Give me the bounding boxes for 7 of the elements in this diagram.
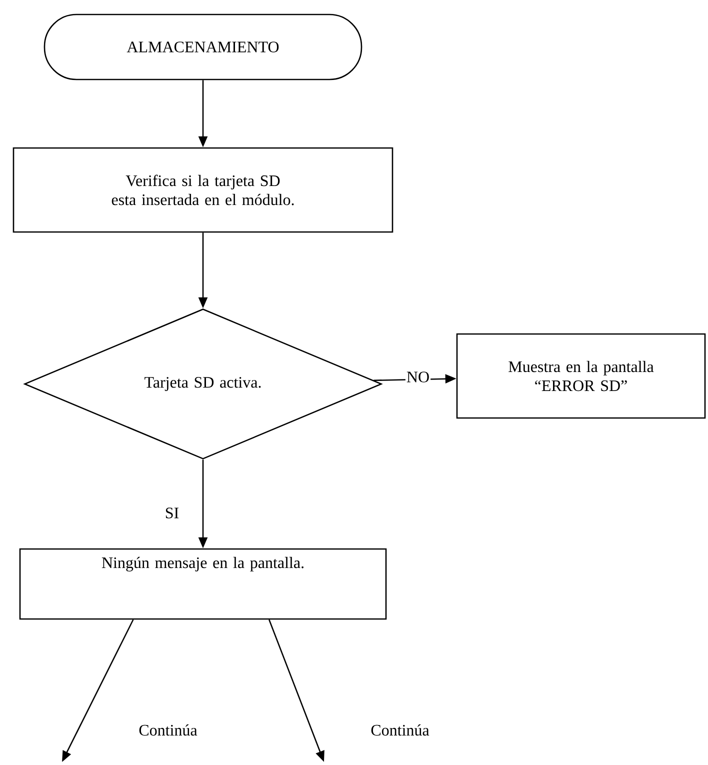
- process-box: Verifica si la tarjeta SD esta insertada en el módulo.: [12, 147, 394, 233]
- edge-label: Continúa: [370, 723, 430, 737]
- edge-label: Continúa: [138, 723, 198, 737]
- edge-label: SI: [164, 506, 180, 520]
- edge-label: NO: [405, 370, 431, 384]
- process-box: Ningún mensaje en la pantalla.: [19, 548, 387, 620]
- output-box: Muestra en la pantalla “ERROR SD”: [456, 333, 706, 419]
